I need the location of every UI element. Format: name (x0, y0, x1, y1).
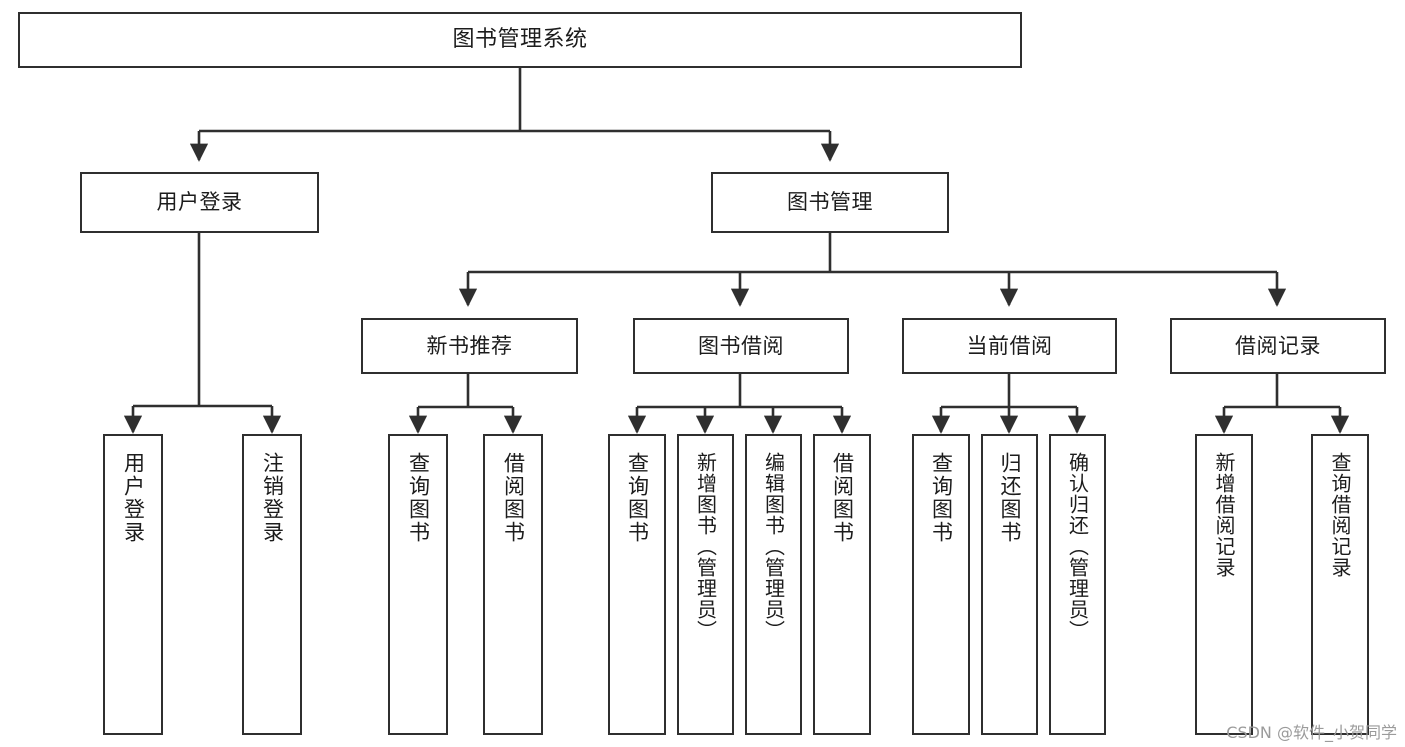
node-root-book-management-system[interactable]: 图书管理系统 (18, 12, 1022, 68)
node-borrow-record[interactable]: 借阅记录 (1170, 318, 1386, 374)
node-label: 用户登录 (121, 452, 146, 544)
node-label: 查询图书 (625, 452, 650, 544)
node-book-borrow[interactable]: 图书借阅 (633, 318, 849, 374)
node-label: 借阅图书 (501, 452, 526, 544)
node-label: 新增图书（管理员） (693, 452, 718, 641)
node-label: 当前借阅 (966, 333, 1053, 358)
leaf-book-borrow-lend[interactable]: 借阅图书 (813, 434, 871, 735)
leaf-book-borrow-add[interactable]: 新增图书（管理员） (677, 434, 734, 735)
leaf-current-borrow-query[interactable]: 查询图书 (912, 434, 970, 735)
node-label: 用户登录 (156, 190, 243, 215)
node-label: 借阅记录 (1235, 333, 1321, 358)
node-user-login[interactable]: 用户登录 (80, 172, 319, 233)
leaf-current-borrow-confirm-return[interactable]: 确认归还（管理员） (1049, 434, 1106, 735)
leaf-book-borrow-query[interactable]: 查询图书 (608, 434, 666, 735)
node-new-book-recommend[interactable]: 新书推荐 (361, 318, 578, 374)
node-label: 查询图书 (406, 452, 431, 544)
node-label: 新书推荐 (426, 333, 513, 358)
node-label: 确认归还（管理员） (1065, 452, 1090, 641)
node-label: 图书借阅 (698, 333, 784, 358)
leaf-user-login-signout[interactable]: 注销登录 (242, 434, 302, 735)
node-label: 图书管理 (787, 190, 873, 215)
node-label: 查询借阅记录 (1328, 452, 1352, 578)
leaf-borrow-record-add[interactable]: 新增借阅记录 (1195, 434, 1253, 735)
node-label: 编辑图书（管理员） (761, 452, 786, 641)
leaf-new-book-query[interactable]: 查询图书 (388, 434, 448, 735)
leaf-borrow-record-query[interactable]: 查询借阅记录 (1311, 434, 1369, 735)
node-label: 查询图书 (929, 452, 954, 544)
node-label: 注销登录 (260, 452, 285, 544)
node-label: 归还图书 (998, 452, 1022, 544)
node-label: 图书管理系统 (452, 27, 588, 53)
leaf-book-borrow-edit[interactable]: 编辑图书（管理员） (745, 434, 802, 735)
leaf-current-borrow-return[interactable]: 归还图书 (981, 434, 1038, 735)
node-label: 新增借阅记录 (1212, 452, 1236, 578)
node-book-management[interactable]: 图书管理 (711, 172, 949, 233)
node-current-borrow[interactable]: 当前借阅 (902, 318, 1117, 374)
csdn-watermark: CSDN @软件_小贺同学 (1226, 723, 1397, 742)
leaf-user-login-signin[interactable]: 用户登录 (103, 434, 163, 735)
node-label: 借阅图书 (830, 452, 855, 544)
leaf-new-book-borrow[interactable]: 借阅图书 (483, 434, 543, 735)
